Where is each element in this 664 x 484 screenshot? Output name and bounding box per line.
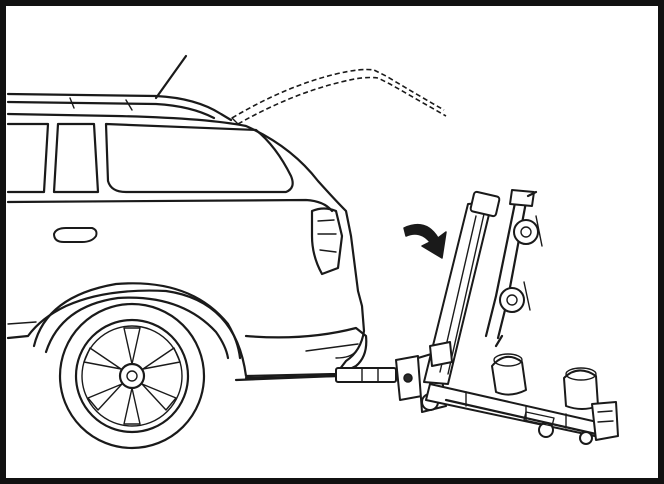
wheel-arch: [32, 282, 242, 360]
hitch-receiver: [234, 367, 397, 383]
rear-bumper: [244, 326, 368, 380]
b-pillar-window: [52, 122, 100, 194]
roof-rack: [6, 92, 233, 122]
rear-wheel: [58, 302, 206, 450]
diagram-canvas: [6, 54, 619, 450]
taillight: [310, 207, 344, 276]
car-antenna: [154, 54, 188, 100]
wheel-spokes: [83, 327, 181, 425]
rear-side-window: [104, 122, 294, 194]
car-body-outline: [6, 112, 366, 378]
bike-rack: [395, 189, 619, 445]
rack-carrier-arms: [484, 189, 543, 348]
tailgate-open-dashed: [231, 68, 447, 125]
front-side-window: [6, 122, 50, 194]
car: [6, 54, 368, 380]
curved-arrow-icon: [403, 223, 447, 259]
rack-platform: [425, 353, 619, 445]
door-handle: [53, 227, 98, 243]
rack-mast: [423, 190, 501, 385]
